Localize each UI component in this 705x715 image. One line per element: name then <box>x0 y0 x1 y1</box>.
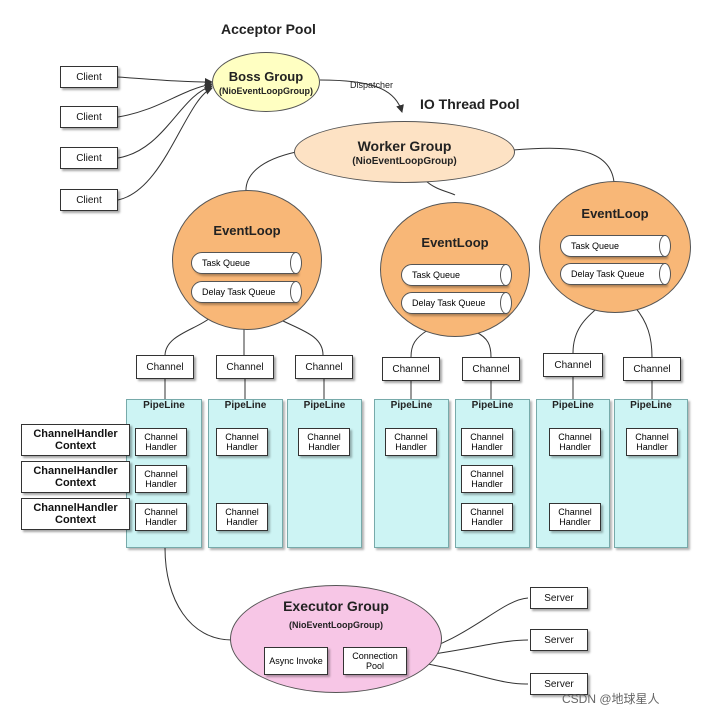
channel-handler: Channel Handler <box>461 465 513 493</box>
worker-group-subtitle: (NioEventLoopGroup) <box>352 155 457 167</box>
channel-handler-context-1: ChannelHandler Context <box>21 424 130 456</box>
boss-group-title: Boss Group <box>228 68 304 84</box>
task-queue-1: Task Queue <box>191 252 302 274</box>
delay-task-queue-3: Delay Task Queue <box>560 263 671 285</box>
event-loop-2: EventLoop Task Queue Delay Task Queue <box>380 202 530 337</box>
channel-handler: Channel Handler <box>549 503 601 531</box>
delay-task-queue-2: Delay Task Queue <box>401 292 512 314</box>
executor-group-title: Executor Group <box>283 598 389 614</box>
delay-task-queue-1-label: Delay Task Queue <box>202 287 276 297</box>
delay-task-queue-2-label: Delay Task Queue <box>412 298 486 308</box>
io-thread-pool-title: IO Thread Pool <box>420 96 520 112</box>
channel-box-4: Channel <box>382 357 440 381</box>
worker-group-title: Worker Group <box>357 137 452 154</box>
channel-handler: Channel Handler <box>626 428 678 456</box>
channel-handler: Channel Handler <box>385 428 437 456</box>
channel-handler: Channel Handler <box>135 428 187 456</box>
pipeline-5-title: PipeLine <box>471 400 514 411</box>
event-loop-1: EventLoop Task Queue Delay Task Queue <box>172 190 322 330</box>
event-loop-2-title: EventLoop <box>421 235 489 250</box>
pipeline-4: PipeLine Channel Handler <box>374 399 449 548</box>
pipeline-1: PipeLine Channel Handler Channel Handler… <box>126 399 202 548</box>
dispatcher-label: Dispatcher <box>350 80 394 90</box>
worker-group-ellipse: Worker Group (NioEventLoopGroup) <box>294 121 515 183</box>
pipeline-1-title: PipeLine <box>143 400 185 411</box>
server-box-3: Server <box>530 673 588 695</box>
channel-box-2: Channel <box>216 355 274 379</box>
channel-handler-context-2: ChannelHandler Context <box>21 461 130 493</box>
pipeline-3-title: PipeLine <box>303 400 346 411</box>
channel-handler: Channel Handler <box>461 428 513 456</box>
channel-box-7: Channel <box>623 357 681 381</box>
event-loop-1-title: EventLoop <box>213 223 281 238</box>
async-invoke-box: Async Invoke <box>264 647 328 675</box>
task-queue-3-label: Task Queue <box>571 241 620 251</box>
pipeline-3: PipeLine Channel Handler <box>287 399 362 548</box>
client-box-2: Client <box>60 106 118 128</box>
channel-handler: Channel Handler <box>135 465 187 493</box>
watermark-text: CSDN @地球星人 <box>562 692 660 706</box>
channel-box-5: Channel <box>462 357 520 381</box>
task-queue-2: Task Queue <box>401 264 512 286</box>
client-box-4: Client <box>60 189 118 211</box>
delay-task-queue-3-label: Delay Task Queue <box>571 269 645 279</box>
server-box-2: Server <box>530 629 588 651</box>
pipeline-2-title: PipeLine <box>224 400 267 411</box>
channel-box-1: Channel <box>136 355 194 379</box>
client-box-3: Client <box>60 147 118 169</box>
pipeline-4-title: PipeLine <box>390 400 433 411</box>
pipeline-5: PipeLine Channel Handler Channel Handler… <box>455 399 530 548</box>
pipeline-7-title: PipeLine <box>630 400 672 411</box>
task-queue-1-label: Task Queue <box>202 258 251 268</box>
channel-handler: Channel Handler <box>298 428 350 456</box>
pipeline-6-title: PipeLine <box>552 400 594 411</box>
pipeline-7: PipeLine Channel Handler <box>614 399 688 548</box>
executor-group-subtitle: (NioEventLoopGroup) <box>289 620 383 630</box>
channel-handler-context-3: ChannelHandler Context <box>21 498 130 530</box>
channel-box-3: Channel <box>295 355 353 379</box>
channel-handler: Channel Handler <box>216 503 268 531</box>
channel-handler: Channel Handler <box>461 503 513 531</box>
connection-pool-box: Connection Pool <box>343 647 407 675</box>
channel-handler: Channel Handler <box>135 503 187 531</box>
task-queue-2-label: Task Queue <box>412 270 461 280</box>
delay-task-queue-1: Delay Task Queue <box>191 281 302 303</box>
channel-box-6: Channel <box>543 353 603 377</box>
pipeline-2: PipeLine Channel Handler Channel Handler <box>208 399 283 548</box>
event-loop-3: EventLoop Task Queue Delay Task Queue <box>539 181 691 313</box>
pipeline-6: PipeLine Channel Handler Channel Handler <box>536 399 610 548</box>
channel-handler: Channel Handler <box>549 428 601 456</box>
boss-group-subtitle: (NioEventLoopGroup) <box>219 85 313 96</box>
acceptor-pool-title: Acceptor Pool <box>221 21 316 37</box>
server-box-1: Server <box>530 587 588 609</box>
task-queue-3: Task Queue <box>560 235 671 257</box>
channel-handler: Channel Handler <box>216 428 268 456</box>
boss-group-ellipse: Boss Group (NioEventLoopGroup) <box>212 52 320 112</box>
executor-group-ellipse: Executor Group (NioEventLoopGroup) Async… <box>230 585 442 693</box>
event-loop-3-title: EventLoop <box>581 206 649 221</box>
client-box-1: Client <box>60 66 118 88</box>
